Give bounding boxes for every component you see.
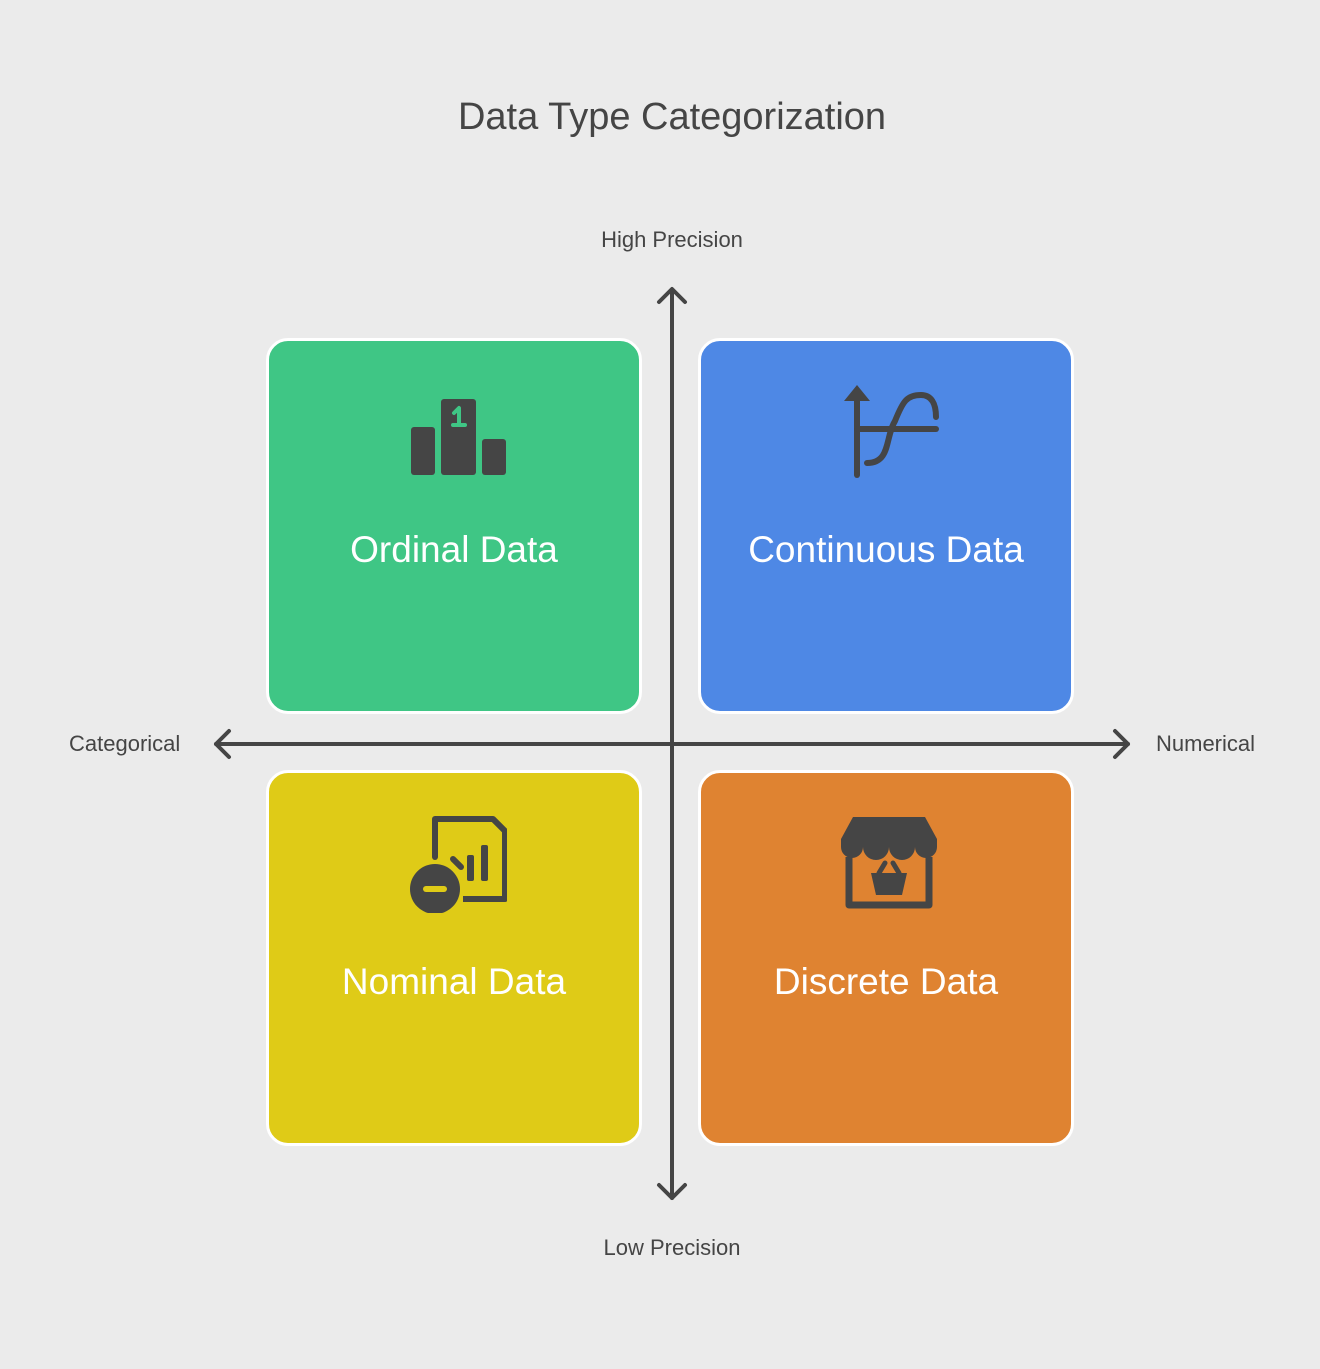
arrow-up-icon <box>657 287 687 304</box>
quadrant-discrete-data: Discrete Data <box>698 770 1074 1146</box>
axis-label-categorical: Categorical <box>69 731 181 756</box>
quadrant-label: Discrete Data <box>773 961 999 1002</box>
quadrant-continuous-data: Continuous Data <box>698 338 1074 714</box>
store-basket-icon <box>841 817 937 909</box>
arrow-down-icon <box>657 1183 687 1200</box>
axis-label-low-precision: Low Precision <box>603 1235 741 1260</box>
quadrant-label: Continuous Data <box>748 529 1024 570</box>
podium-icon <box>411 399 506 475</box>
document-chart-minus-icon <box>410 816 507 913</box>
axis-label-numerical: Numerical <box>1156 731 1256 756</box>
arrow-left-icon <box>214 729 231 759</box>
quadrant-label: Nominal Data <box>341 961 567 1002</box>
diagram-title: Data Type Categorization <box>457 96 887 138</box>
quadrant-nominal-data: Nominal Data <box>266 770 642 1146</box>
function-graph-icon <box>844 385 939 478</box>
axis-label-high-precision: High Precision <box>601 227 743 252</box>
arrow-right-icon <box>1113 729 1130 759</box>
quadrant-label: Ordinal Data <box>350 529 558 570</box>
quadrant-ordinal-data: Ordinal Data <box>266 338 642 714</box>
